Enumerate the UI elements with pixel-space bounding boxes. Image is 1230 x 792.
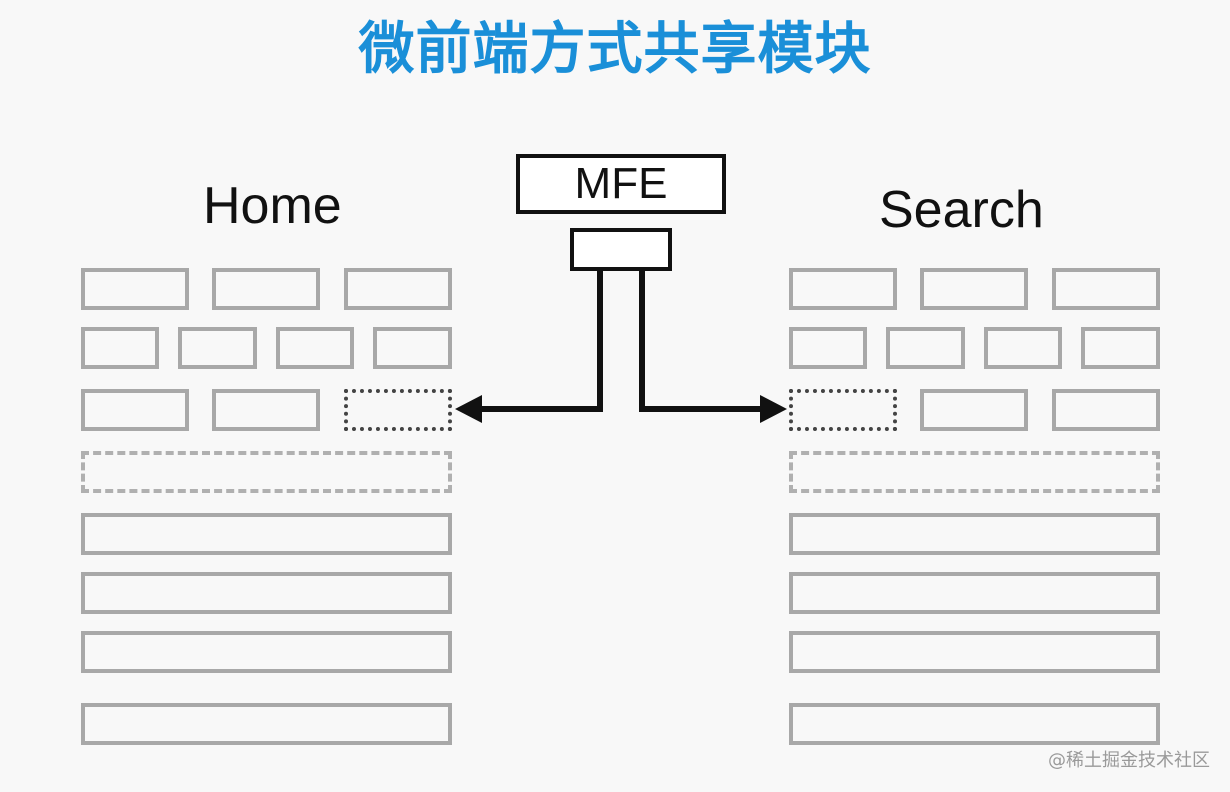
search-bar [789,703,1160,745]
home-block [344,268,452,310]
search-bar [789,572,1160,614]
home-block [81,268,189,310]
right-arrow-line [639,270,764,412]
search-block [886,327,965,369]
home-block [373,327,452,369]
search-block [789,327,867,369]
home-block [212,268,320,310]
search-block [1052,268,1160,310]
home-shared-slot [344,389,452,431]
home-dashed-bar [81,451,452,493]
mfe-connector-block [570,228,672,271]
home-block [81,389,189,431]
right-arrow-head [760,395,787,423]
search-dashed-bar [789,451,1160,493]
home-block [212,389,320,431]
search-block [789,268,897,310]
search-block [1081,327,1160,369]
search-bar [789,631,1160,673]
left-arrow-line [478,270,603,412]
home-block [178,327,257,369]
home-bar [81,703,452,745]
home-block [276,327,354,369]
mfe-box: MFE [516,154,726,214]
home-bar [81,572,452,614]
search-block [920,268,1028,310]
search-block [920,389,1028,431]
search-block [1052,389,1160,431]
home-block [81,327,159,369]
home-bar [81,513,452,555]
search-bar [789,513,1160,555]
page-title: 微前端方式共享模块 [358,17,872,82]
home-label: Home [203,177,342,235]
search-label: Search [879,181,1044,239]
mfe-label: MFE [574,159,668,208]
search-shared-slot [789,389,897,431]
search-block [984,327,1062,369]
left-arrow-head [455,395,482,423]
home-bar [81,631,452,673]
watermark: @稀土掘金技术社区 [1048,750,1210,771]
